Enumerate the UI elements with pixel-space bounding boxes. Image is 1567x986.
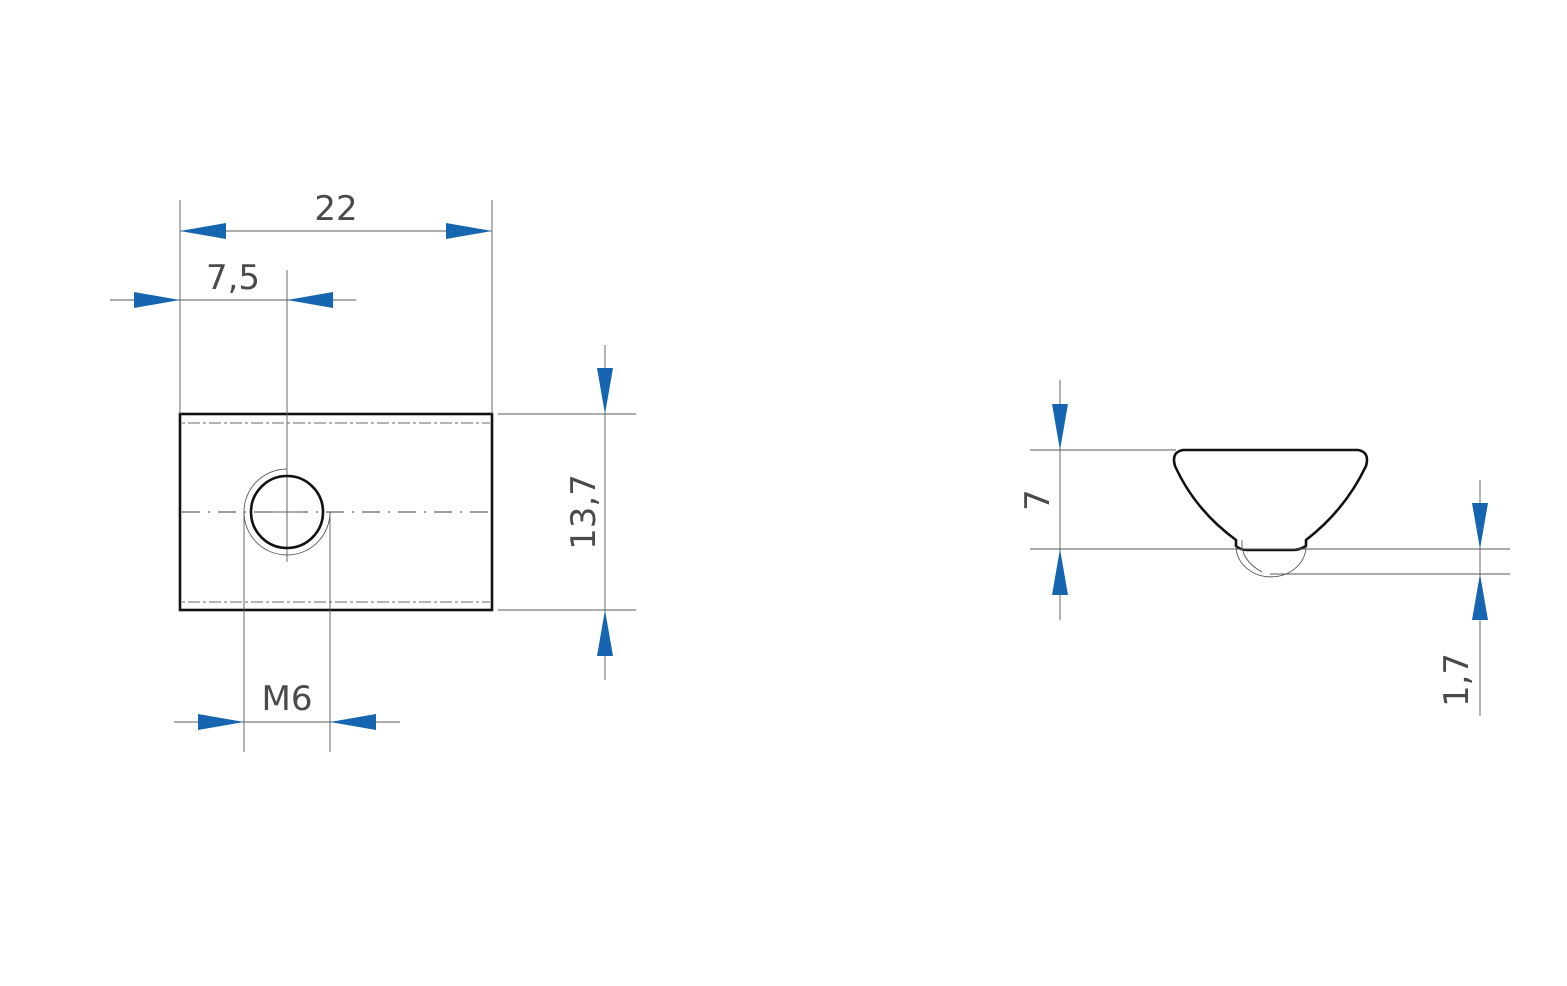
dimension-overall-length: 22 <box>179 189 493 414</box>
side-view <box>1172 448 1369 578</box>
arrow-bottom <box>1052 549 1068 595</box>
arrow-top <box>1052 404 1068 450</box>
threaded-hole <box>249 474 325 550</box>
arrow-top <box>597 368 613 414</box>
dimension-height: 7 <box>1018 380 1510 620</box>
dimension-label-thread: M6 <box>262 679 313 719</box>
top-view <box>178 270 494 612</box>
nut-profile-outline <box>1172 448 1369 552</box>
dimension-label-overall-length: 22 <box>314 189 357 229</box>
arrow-right <box>330 714 376 730</box>
arrow-bottom <box>597 610 613 656</box>
dimension-label-height: 7 <box>1018 489 1058 511</box>
dimension-thread: M6 <box>174 512 400 752</box>
thread-arc <box>243 468 331 556</box>
spring-ball-outline <box>1235 545 1307 578</box>
arrow-bottom <box>1472 574 1488 620</box>
arrow-right <box>446 223 492 239</box>
arrow-left <box>180 223 226 239</box>
arrow-left <box>134 292 180 308</box>
arrow-left <box>198 714 244 730</box>
arrow-right <box>287 292 333 308</box>
spring-ball-edge <box>1241 539 1263 573</box>
dimension-ball-protrusion: 1,7 <box>1270 480 1510 716</box>
dimension-hole-offset: 7,5 <box>110 258 356 308</box>
nut-body-outline <box>178 412 494 612</box>
dimension-width: 13,7 <box>498 345 636 680</box>
dimension-label-ball-protrusion: 1,7 <box>1437 653 1477 707</box>
dimension-label-hole-offset: 7,5 <box>206 258 260 298</box>
arrow-top <box>1472 503 1488 549</box>
dimension-label-width: 13,7 <box>564 474 604 550</box>
